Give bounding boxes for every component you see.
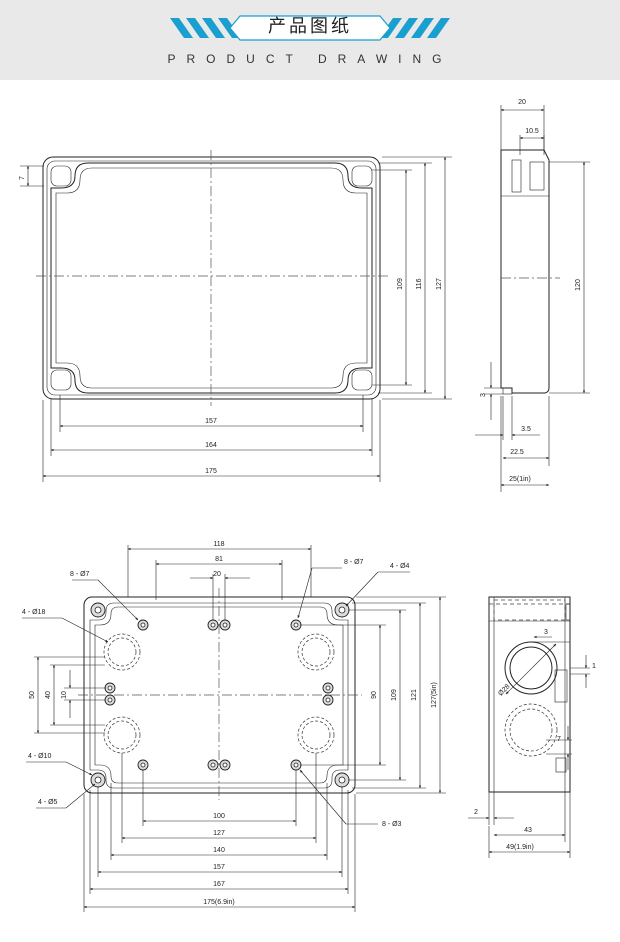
end-dim-3: 3	[544, 629, 548, 636]
base-dim-118: 118	[213, 541, 224, 548]
base-dim-167: 167	[213, 881, 225, 888]
end-body	[488, 596, 571, 793]
end-knockout-top	[504, 641, 558, 695]
corner-pocket-br	[351, 369, 373, 391]
base-dim-40: 40	[45, 691, 52, 699]
end-dim-7: 7	[557, 736, 561, 743]
base-dim-20: 20	[213, 571, 221, 578]
side-dim-20: 20	[518, 99, 526, 106]
end-view: Ø28 3 1 7 2 43	[468, 596, 596, 858]
stripe-2	[186, 18, 209, 38]
base-dim-121: 121	[411, 689, 418, 701]
header-band: 产品图纸 PRODUCT DRAWING	[0, 0, 620, 80]
end-dim-2: 2	[474, 809, 478, 816]
lid-outline-2	[46, 160, 377, 396]
stripe-5	[427, 18, 450, 38]
top-view: 7 109 116 127 157 164	[19, 150, 452, 482]
callout-8-d3: 8 - Ø3	[382, 821, 402, 828]
corner-pocket-tl	[50, 165, 72, 187]
dim-157: 157	[205, 418, 217, 425]
end-dim-43: 43	[524, 827, 532, 834]
base-dim-109: 109	[391, 689, 398, 701]
bottom-view: 118 81 20 50 40 10	[22, 541, 446, 912]
lid-outer	[42, 156, 381, 400]
dim-116: 116	[416, 278, 423, 289]
knockout-bl	[103, 716, 141, 754]
base-dim-127: 127(5in)	[431, 682, 438, 708]
callout-4-d10: 4 - Ø10	[28, 753, 51, 760]
header-decoration	[170, 15, 450, 41]
dim-164: 164	[205, 442, 217, 449]
stripe-7	[395, 18, 418, 38]
knockout-tr	[297, 633, 335, 671]
side-dim-3-5: 3.5	[521, 426, 531, 433]
base-inner-outline	[89, 602, 349, 789]
side-dim-10-5: 10.5	[525, 128, 539, 135]
knockout-br	[297, 716, 335, 754]
base-dim-140: 140	[213, 847, 225, 854]
dim-7: 7	[19, 176, 26, 180]
title-frame	[229, 15, 391, 41]
stripe-3	[202, 18, 225, 38]
end-dim-49: 49(1.9in)	[506, 844, 534, 851]
knockout-tl	[103, 633, 141, 671]
side-lid-hinge	[511, 159, 522, 193]
side-view: 20 10.5 120 3 3.5	[475, 99, 590, 492]
lid-gasket-outline	[50, 162, 373, 394]
page-subtitle: PRODUCT DRAWING	[167, 52, 453, 66]
callout-4-d5: 4 - Ø5	[38, 799, 58, 806]
base-dim-157: 157	[213, 864, 225, 871]
callout-8-d7-left: 8 - Ø7	[70, 571, 90, 578]
side-dim-22-5: 22.5	[510, 449, 524, 456]
callout-8-d7-right: 8 - Ø7	[344, 559, 364, 566]
corner-pocket-tr	[351, 165, 373, 187]
callout-4-d18: 4 - Ø18	[22, 609, 45, 616]
dim-109: 109	[397, 278, 404, 290]
stripe-1	[170, 18, 193, 38]
base-dim-50: 50	[29, 691, 36, 699]
base-dim-175: 175(6.9in)	[203, 899, 235, 906]
end-knockout-bottom	[504, 703, 558, 757]
side-dim-3: 3	[480, 393, 487, 397]
lid-inner-panel	[55, 167, 368, 389]
page-title: 产品图纸	[268, 16, 352, 37]
corner-pocket-bl	[50, 369, 72, 391]
stripe-6	[411, 18, 434, 38]
dim-127: 127	[436, 278, 443, 290]
base-dim-81: 81	[215, 556, 223, 563]
base-dim-90: 90	[371, 691, 378, 699]
end-dim-1: 1	[592, 663, 596, 670]
side-dim-120: 120	[575, 279, 582, 291]
base-dim-127b: 127	[213, 830, 225, 837]
base-dim-100: 100	[213, 813, 225, 820]
side-body	[500, 149, 550, 394]
side-dim-25: 25(1in)	[509, 476, 531, 483]
dim-175: 175	[205, 468, 217, 475]
callout-4-d4: 4 - Ø4	[390, 563, 410, 570]
base-dim-10: 10	[61, 691, 68, 699]
